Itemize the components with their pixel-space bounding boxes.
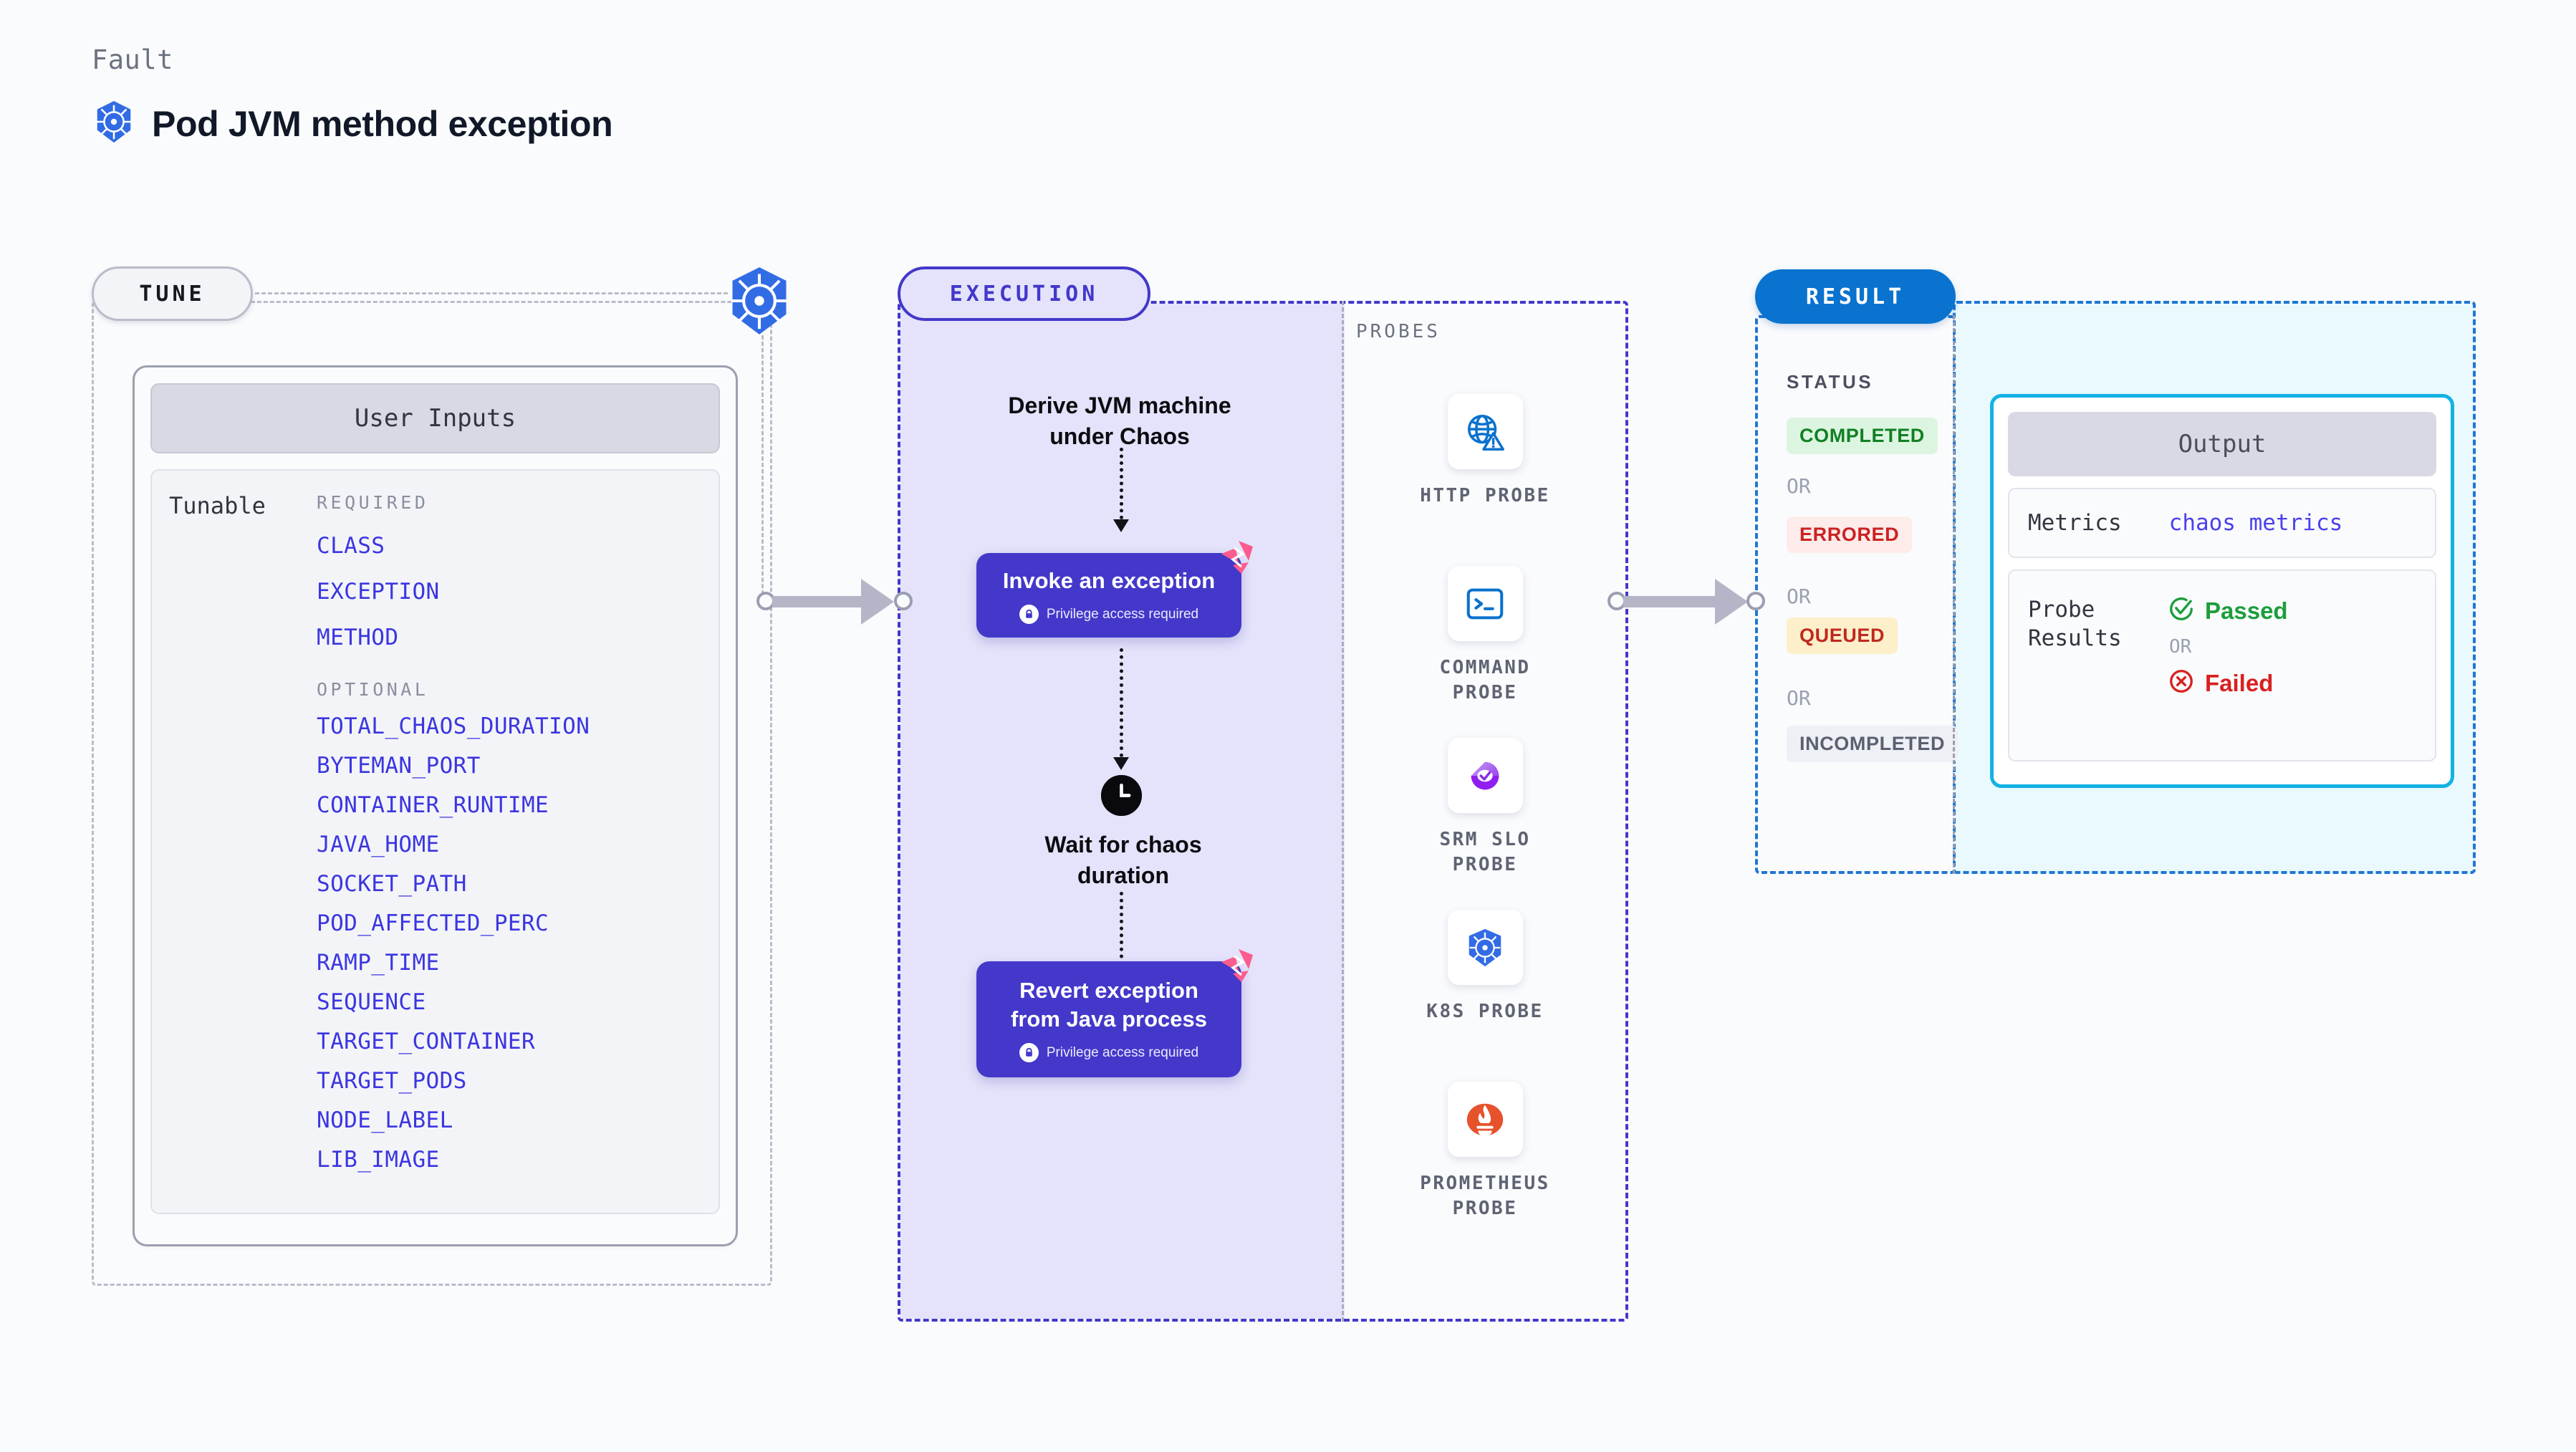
probe-http[interactable]: HTTP PROBE [1406,394,1564,509]
failed-label: Failed [2205,669,2274,696]
probe-k8s[interactable]: K8S PROBE [1406,910,1564,1024]
harness-icon [1217,537,1257,577]
probe-label: SRM SLO PROBE [1439,829,1531,876]
probe-label: COMMAND PROBE [1439,657,1531,704]
privilege-text: Privilege access required [1046,1044,1199,1060]
probe-prometheus[interactable]: PROMETHEUS PROBE [1406,1082,1564,1221]
exec-step-derive-jvm: Derive JVM machine under Chaos [1008,393,1231,450]
required-heading: REQUIRED [317,492,429,513]
tunable-body: Tunable REQUIRED CLASS EXCEPTION METHOD … [150,469,720,1214]
passed-label: Passed [2205,597,2288,624]
output-header: Output [2008,412,2436,476]
lock-icon [1019,605,1039,625]
user-inputs-header: User Inputs [150,383,720,453]
status-badge-completed: COMPLETED [1787,418,1938,454]
privilege-notice: Privilege access required [1019,1043,1199,1063]
lock-icon [1019,1043,1039,1063]
probe-command[interactable]: COMMAND PROBE [1406,566,1564,706]
harness-icon [1217,945,1257,985]
page-header: Fault Pod JVM method exception [92,44,613,148]
required-param-list: CLASS EXCEPTION METHOD [317,533,719,650]
param-lib-image[interactable]: LIB_IMAGE [317,1147,440,1173]
exec-box-revert-exception[interactable]: Revert exception from Java process Privi… [976,949,1253,1077]
execution-pill[interactable]: EXECUTION [898,266,1150,321]
probes-heading: PROBES [1356,321,1441,342]
param-method[interactable]: METHOD [317,625,399,650]
fault-label: Fault [92,44,173,75]
tunable-label: Tunable [169,492,266,519]
param-node-label[interactable]: NODE_LABEL [317,1107,453,1133]
probe-label: K8S PROBE [1426,1001,1544,1022]
probe-result-failed: Failed [2168,668,2435,698]
status-badge-errored: ERRORED [1787,516,1913,553]
connector-tune-to-execution [756,569,913,634]
terminal-icon [1447,566,1523,641]
metrics-key: Metrics [2028,509,2122,536]
param-sequence[interactable]: SEQUENCE [317,989,426,1015]
probes-divider [1342,301,1344,1322]
status-heading: STATUS [1787,371,1874,393]
exec-box-title: Revert exception from Java process [1011,977,1207,1032]
clock-icon [1101,775,1142,816]
param-container-runtime[interactable]: CONTAINER_RUNTIME [317,792,549,818]
user-inputs-card: User Inputs Tunable REQUIRED CLASS EXCEP… [133,365,738,1246]
or-label: OR [1787,474,1811,498]
or-label: OR [2169,636,2192,658]
connector-execution-to-result [1607,569,1765,634]
param-class[interactable]: CLASS [317,533,385,559]
exec-box-invoke-exception[interactable]: Invoke an exception Privilege access req… [976,541,1253,638]
or-label: OR [1787,585,1811,608]
kubernetes-icon [724,265,795,337]
param-pod-affected-perc[interactable]: POD_AFFECTED_PERC [317,910,549,936]
param-total-chaos-duration[interactable]: TOTAL_CHAOS_DURATION [317,713,590,739]
param-exception[interactable]: EXCEPTION [317,579,440,605]
probe-results-values: Passed OR Failed [2153,595,2435,760]
or-label: OR [1787,686,1811,710]
metrics-row: Metrics chaos metrics [2008,488,2436,558]
slo-gauge-icon [1447,738,1523,813]
probe-label: PROMETHEUS PROBE [1420,1173,1550,1220]
probe-label: HTTP PROBE [1420,485,1550,506]
tunable-lists: REQUIRED CLASS EXCEPTION METHOD OPTIONAL… [317,492,719,1213]
probe-srm-slo[interactable]: SRM SLO PROBE [1406,738,1564,878]
prometheus-icon [1447,1082,1523,1157]
probe-result-passed: Passed [2168,595,2435,626]
exec-step-wait-chaos: Wait for chaos duration [1044,832,1202,889]
status-badge-incompleted: INCOMPLETED [1787,726,1959,762]
result-pill[interactable]: RESULT [1755,269,1956,324]
title-row: Pod JVM method exception [92,100,613,148]
x-circle-icon [2168,668,2195,698]
metrics-value[interactable]: chaos metrics [2168,510,2343,536]
status-badge-queued: QUEUED [1787,617,1898,654]
param-java-home[interactable]: JAVA_HOME [317,832,440,857]
kubernetes-icon [1447,910,1523,985]
check-circle-icon [2168,595,2195,626]
param-target-container[interactable]: TARGET_CONTAINER [317,1029,536,1054]
exec-box-title: Invoke an exception [1002,567,1216,593]
probe-results-row: Probe Results Passed OR [2008,569,2436,761]
result-status-region [1755,315,1956,874]
tune-pill[interactable]: TUNE [92,266,253,321]
globe-warning-icon [1447,394,1523,469]
privilege-text: Privilege access required [1046,606,1199,622]
output-card: Output Metrics chaos metrics Probe Resul… [1990,394,2454,788]
kubernetes-icon [92,100,136,148]
param-socket-path[interactable]: SOCKET_PATH [317,871,467,897]
tune-dashed-connector [255,292,728,294]
privilege-notice: Privilege access required [1019,605,1199,625]
probe-results-key: Probe Results [2028,597,2122,652]
page-title: Pod JVM method exception [152,103,613,144]
optional-heading: OPTIONAL [317,679,429,700]
param-ramp-time[interactable]: RAMP_TIME [317,950,440,976]
tune-region [92,301,772,1286]
param-target-pods[interactable]: TARGET_PODS [317,1068,467,1094]
param-byteman-port[interactable]: BYTEMAN_PORT [317,753,481,779]
optional-param-list: TOTAL_CHAOS_DURATION BYTEMAN_PORT CONTAI… [317,713,719,1173]
kubernetes-vertical-connector [761,335,764,607]
result-inner-divider [1953,315,1955,874]
